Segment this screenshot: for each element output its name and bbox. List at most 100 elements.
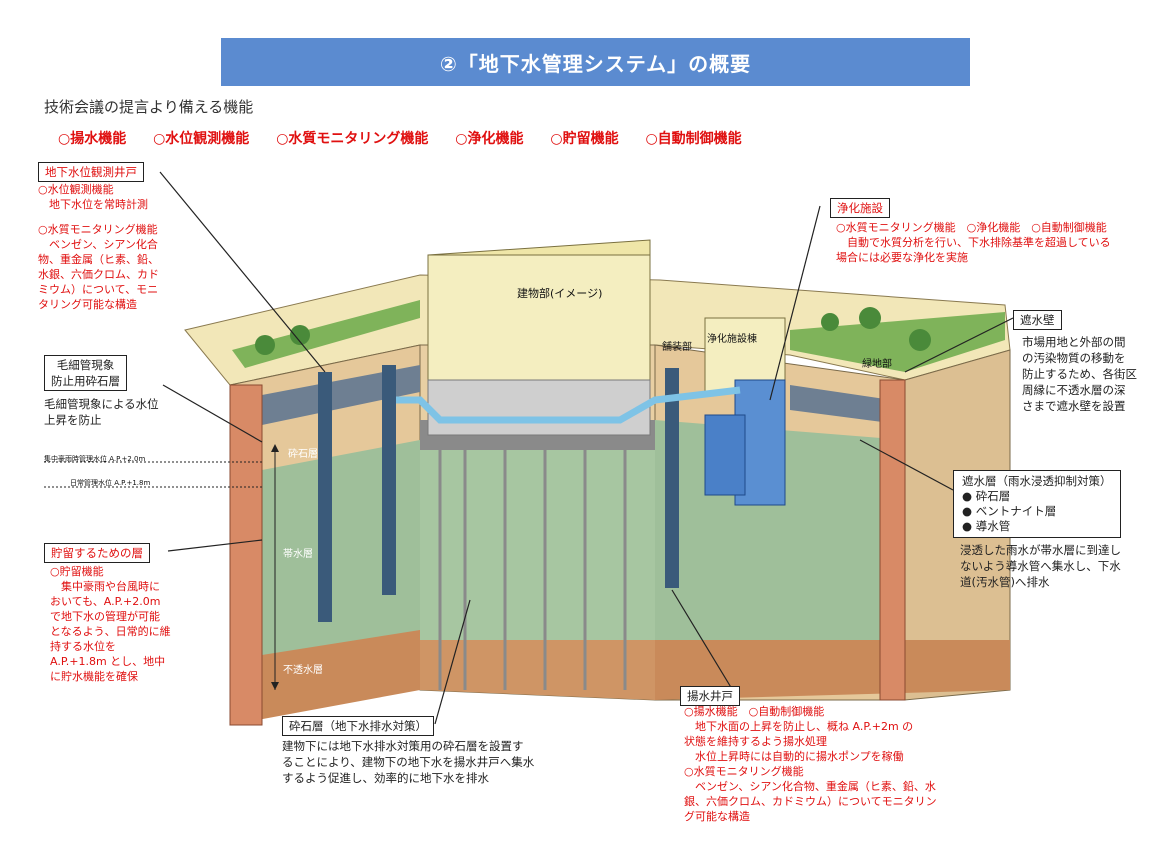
aquifer-center <box>420 450 655 640</box>
green-label: 緑地部 <box>862 359 892 370</box>
label-line: 防止用砕石層 <box>51 374 120 388</box>
gravel-band-left <box>262 365 420 425</box>
green-strip-left <box>232 300 420 368</box>
desc-line: ないよう導水管へ集水し、下水 <box>960 559 1121 573</box>
building-base <box>427 379 651 436</box>
gravel-band-right <box>790 385 905 425</box>
pump-well-pipe <box>665 368 679 588</box>
desc-line: 水銀、六価クロム、カド <box>38 268 159 281</box>
building-body <box>427 254 651 381</box>
desc-line: ベンゼン、シアン化合 <box>38 238 158 251</box>
desc-line: ミウム）について、モニ <box>38 283 159 296</box>
observation-well-pipe <box>318 372 332 622</box>
bullet-text: ベントナイト層 <box>975 504 1057 518</box>
desc-line: 持する水位を <box>50 640 116 653</box>
storage-description: ○貯留機能 集中豪雨や台風時に おいても、A.P.+2.0m で地下水の管理が可… <box>50 564 185 684</box>
desc-line: 道(汚水管)へ排水 <box>960 575 1050 589</box>
desc-line: 場合には必要な浄化を実施 <box>836 251 968 264</box>
desc-line: 防止するため、各街区 <box>1022 367 1137 381</box>
leader-lines <box>159 171 1014 725</box>
page-title: ②「地下水管理システム」の概要 <box>221 38 970 86</box>
capillary-description: 毛細管現象による水位 上昇を防止 <box>44 396 194 428</box>
building-label: 建物部(イメージ) <box>517 287 603 300</box>
desc-line: ○水質モニタリング機能 ○浄化機能 ○自動制御機能 <box>836 221 1107 234</box>
desc-line: に貯水機能を確保 <box>50 670 138 683</box>
purification-tank-small <box>704 414 746 496</box>
purification-description: ○水質モニタリング機能 ○浄化機能 ○自動制御機能 自動で水質分析を行い、下水排… <box>836 220 1146 265</box>
desc-line: グ可能な構造 <box>684 810 750 823</box>
desc-line: 毛細管現象による水位 <box>44 397 159 411</box>
observation-well-description: ○水位観測機能 地下水位を常時計測 ○水質モニタリング機能 ベンゼン、シアン化合… <box>38 182 188 312</box>
desc-line: A.P.+1.8m とし、地中 <box>50 655 166 668</box>
impermeable-left <box>230 630 420 725</box>
desc-line: 市場用地と外部の間 <box>1022 335 1126 349</box>
function-item: ○浄化機能 <box>455 131 524 147</box>
function-list: ○揚水機能 ○水位観測機能 ○水質モニタリング機能 ○浄化機能 ○貯留機能 ○自… <box>58 128 764 148</box>
desc-line: となるよう、日常的に維 <box>50 625 171 638</box>
cutoff-wall-label: 遮水壁 <box>1013 310 1062 330</box>
label-line: 毛細管現象 <box>56 358 115 372</box>
purification-building-label: 浄化施設棟 <box>707 334 757 345</box>
desc-line: で地下水の管理が可能 <box>50 610 160 623</box>
normal-water-level-label: 日常管理水位 A.P.+1.8m <box>70 479 151 487</box>
cutoff-wall-right <box>879 379 906 701</box>
building-piles <box>438 450 627 690</box>
capillary-label: 毛細管現象 防止用砕石層 <box>44 355 127 391</box>
desc-line: 周縁に不透水層の深 <box>1022 383 1126 397</box>
function-item: ○貯留機能 <box>550 131 619 147</box>
function-item: ○自動制御機能 <box>645 131 742 147</box>
functions-subtitle: 技術会議の提言より備える機能 <box>44 98 254 116</box>
desc-line: 建物下には地下水排水対策用の砕石層を設置す <box>282 739 524 753</box>
spacer <box>38 212 188 222</box>
desc-line: 銀、六価クロム、カドミウム）についてモニタリン <box>684 795 937 808</box>
storage-label: 貯留するための層 <box>44 543 150 563</box>
desc-line: さまで遮水壁を設置 <box>1022 399 1126 413</box>
desc-line: 集中豪雨や台風時に <box>50 580 160 593</box>
high-water-level-label: 集中豪雨時管理水位 A.P.+2.0m <box>44 455 146 463</box>
desc-line: ○水位観測機能 <box>38 183 114 196</box>
observation-well-label: 地下水位観測井戸 <box>38 162 144 182</box>
desc-line: ○貯留機能 <box>50 565 104 578</box>
desc-line: ○水質モニタリング機能 <box>684 765 804 778</box>
tree-icons <box>255 307 931 355</box>
impermeable-center <box>420 640 655 700</box>
desc-line: 物、重金属（ヒ素、鉛、 <box>38 253 159 266</box>
function-item: ○揚水機能 <box>58 131 127 147</box>
aquifer-label: 帯水層 <box>283 549 313 560</box>
desc-line: ○水質モニタリング機能 <box>38 223 158 236</box>
desc-line: 状態を維持するよう揚水処理 <box>684 735 827 748</box>
function-item: ○水質モニタリング機能 <box>276 131 429 147</box>
desc-line: 浸透した雨水が帯水層に到達し <box>960 543 1121 557</box>
impermeable-layer-description: 浸透した雨水が帯水層に到達し ないよう導水管へ集水し、下水 道(汚水管)へ排水 <box>960 542 1150 590</box>
cutoff-wall-left <box>229 384 263 726</box>
desc-line: の汚染物質の移動を <box>1022 351 1126 365</box>
desc-line: ることにより、建物下の地下水を揚水井戸へ集水 <box>282 755 535 769</box>
desc-line: タリング可能な構造 <box>38 298 137 311</box>
impermeable-layer-box: 遮水層（雨水浸透抑制対策） ● 砕石層 ● ベントナイト層 ● 導水管 <box>953 470 1121 538</box>
impermeable-layer-label: 遮水層（雨水浸透抑制対策） <box>962 474 1112 488</box>
aquifer-left <box>262 440 420 665</box>
drain-pipe <box>396 386 741 424</box>
function-item: ○水位観測機能 <box>153 131 250 147</box>
desc-line: ベンゼン、シアン化合物、重金属（ヒ素、鉛、水 <box>684 780 936 793</box>
pump-well-description: ○揚水機能 ○自動制御機能 地下水面の上昇を防止し、概ね A.P.+2m の 状… <box>684 704 984 824</box>
gravel-layer-label: 砕石層（地下水排水対策） <box>282 716 434 736</box>
bullet-text: 砕石層 <box>975 489 1011 503</box>
depth-arrow-head-bottom <box>271 682 279 690</box>
gravel-label: 砕石層 <box>288 449 318 460</box>
impermeable-label: 不透水層 <box>283 665 323 676</box>
observation-well-pipe-left <box>382 365 396 595</box>
bullet-item: ● 砕石層 <box>962 489 1011 503</box>
desc-line: 地下水位を常時計測 <box>38 198 148 211</box>
desc-line: おいても、A.P.+2.0m <box>50 595 161 608</box>
paved-label: 舗装部 <box>662 342 692 353</box>
bullet-item: ● 導水管 <box>962 519 1011 533</box>
pump-well-label: 揚水井戸 <box>680 686 740 706</box>
bullet-item: ● ベントナイト層 <box>962 504 1057 518</box>
desc-line: 上昇を防止 <box>44 413 102 427</box>
desc-line: 自動で水質分析を行い、下水排除基準を超過している <box>836 236 1111 249</box>
desc-line: するよう促進し、効率的に地下水を排水 <box>282 771 489 785</box>
depth-arrow-head-top <box>271 444 279 452</box>
desc-line: 地下水面の上昇を防止し、概ね A.P.+2m の <box>684 720 914 733</box>
